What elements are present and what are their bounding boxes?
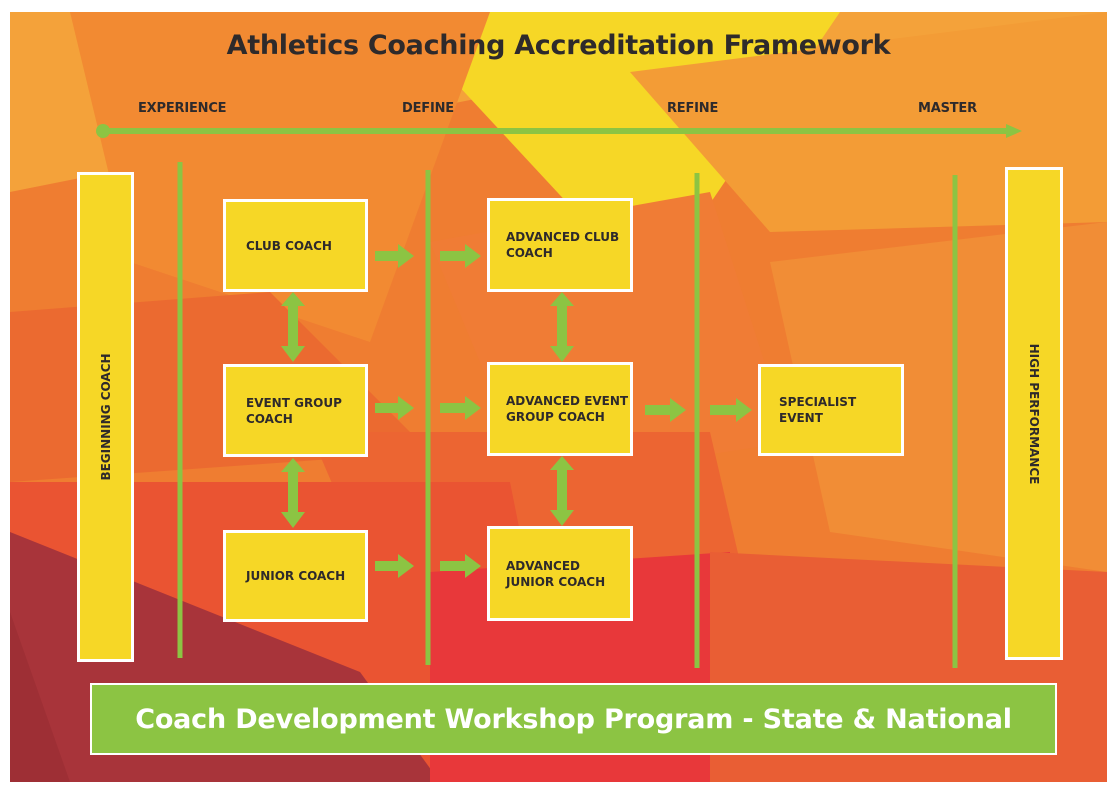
club-coach-label: CLUB COACH [246,238,332,253]
advanced-event-group-coach-label: ADVANCED EVENT GROUP COACH [506,394,629,424]
right-arrow [375,554,414,578]
bidirectional-arrow [281,458,305,528]
stage-label-refine: REFINE [667,101,719,116]
beginning-coach-label: BEGINNING COACH [98,353,113,481]
footer-text: Coach Development Workshop Program - Sta… [135,703,1012,735]
specialist-event-label: SPECIALIST EVENT [779,395,857,425]
junior-coach-label: JUNIOR COACH [246,569,346,583]
right-arrow [440,244,481,268]
right-arrow [375,244,414,268]
right-arrow [375,396,414,420]
advanced-event-group-coach-box: ADVANCED EVENT GROUP COACH [487,362,633,456]
junior-coach-box: JUNIOR COACH [223,530,368,622]
advanced-junior-coach-label: ADVANCED JUNIOR COACH [506,558,606,589]
right-arrow [440,396,481,420]
beginning-coach-bar: BEGINNING COACH [77,172,134,662]
club-coach-box: CLUB COACH [223,199,368,292]
advanced-club-coach-box: ADVANCED CLUB COACH [487,198,633,292]
high-performance-label: HIGH PERFORMANCE [1027,343,1041,484]
event-group-coach-label: EVENT GROUP COACH [246,395,342,426]
bidirectional-arrow [550,456,574,526]
advanced-club-coach-label: ADVANCED CLUB COACH [506,230,620,260]
right-arrow [710,398,752,422]
timeline-arrowhead [1006,124,1022,138]
bidirectional-arrow [281,292,305,362]
event-group-coach-box: EVENT GROUP COACH [223,364,368,457]
footer-banner: Coach Development Workshop Program - Sta… [90,683,1057,755]
stage-label-experience: EXPERIENCE [138,101,227,116]
diagram-title: Athletics Coaching Accreditation Framewo… [226,30,891,61]
stage-label-define: DEFINE [402,101,454,116]
stage-label-master: MASTER [918,101,977,116]
right-arrow [645,398,686,422]
advanced-junior-coach-box: ADVANCED JUNIOR COACH [487,526,633,621]
specialist-event-box: SPECIALIST EVENT [758,364,904,456]
right-arrow [440,554,481,578]
bidirectional-arrow [550,292,574,362]
high-performance-bar: HIGH PERFORMANCE [1005,167,1063,660]
